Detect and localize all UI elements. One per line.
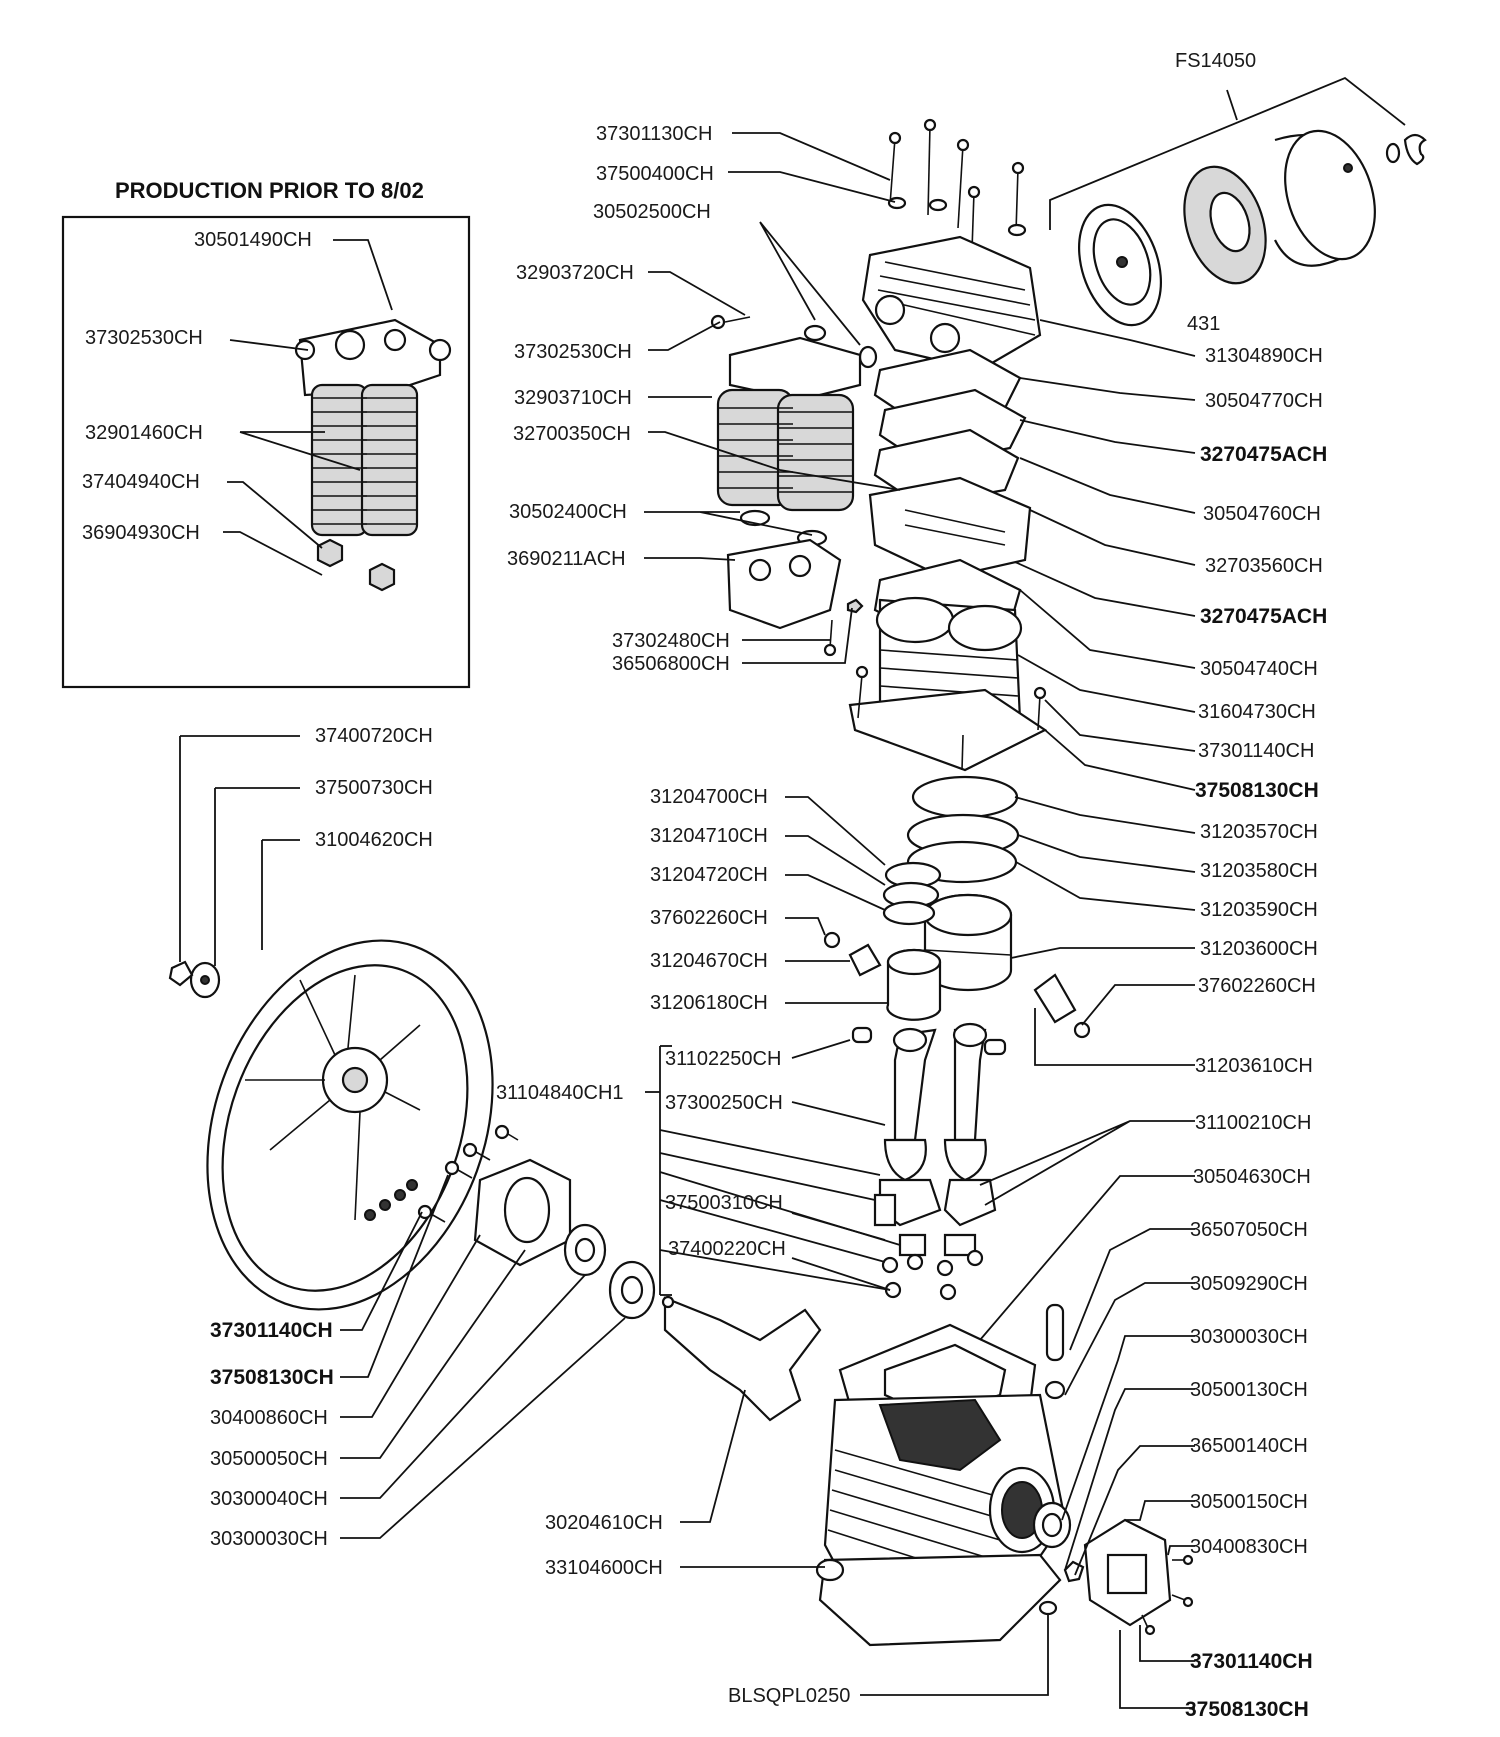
label-37301140-top: 37301140CH — [1198, 740, 1314, 762]
label-37302480: 37302480CH — [612, 630, 730, 652]
label-3270475a-1: 3270475ACH — [1200, 443, 1327, 466]
label-37602260-left: 37602260CH — [650, 907, 768, 929]
label-30300030-right: 30300030CH — [1190, 1326, 1308, 1348]
inset-label-36904930: 36904930CH — [82, 522, 200, 544]
label-31204700: 31204700CH — [650, 786, 768, 808]
label-37500310: 37500310CH — [665, 1192, 783, 1214]
bearing-and-crankshaft-drawing — [417, 1124, 822, 1422]
label-31203610: 31203610CH — [1195, 1055, 1313, 1077]
label-31304890: 31304890CH — [1205, 345, 1323, 367]
connecting-rods-drawing — [851, 1022, 1007, 1301]
cylinder-head-stack-drawing — [848, 118, 1048, 772]
label-30400830: 30400830CH — [1190, 1536, 1308, 1558]
label-31004620: 31004620CH — [315, 829, 433, 851]
label-37302530: 37302530CH — [514, 341, 632, 363]
label-3690211A: 3690211ACH — [507, 548, 626, 570]
label-30300030-left: 30300030CH — [210, 1528, 328, 1550]
label-37508130-left: 37508130CH — [210, 1366, 334, 1389]
label-30300040: 30300040CH — [210, 1488, 328, 1510]
label-31206180: 31206180CH — [650, 992, 768, 1014]
label-31104840-ch1: 31104840CH1 — [496, 1082, 624, 1104]
label-37508130-top: 37508130CH — [1195, 779, 1319, 802]
label-32700350: 32700350CH — [513, 423, 631, 445]
label-30504770: 30504770CH — [1205, 390, 1323, 412]
label-blsqpl0250: BLSQPL0250 — [728, 1685, 850, 1707]
inset-label-30501490: 30501490CH — [194, 229, 312, 251]
label-36507050: 36507050CH — [1190, 1219, 1308, 1241]
label-31204710: 31204710CH — [650, 825, 768, 847]
label-37500400: 37500400CH — [596, 163, 714, 185]
label-30504630: 30504630CH — [1193, 1166, 1311, 1188]
air-filter-assembly-drawing — [1049, 76, 1427, 327]
label-31102250: 31102250CH — [665, 1048, 781, 1070]
label-37508130-bottom-right: 37508130CH — [1185, 1698, 1309, 1721]
label-30504740: 30504740CH — [1200, 658, 1318, 680]
label-37301130: 37301130CH — [596, 123, 712, 145]
label-31203600: 31203600CH — [1200, 938, 1318, 960]
label-30204610: 30204610CH — [545, 1512, 663, 1534]
label-30400860: 30400860CH — [210, 1407, 328, 1429]
inset-label-32901460: 32901460CH — [85, 422, 203, 444]
label-30500150: 30500150CH — [1190, 1491, 1308, 1513]
label-36506800: 36506800CH — [612, 653, 730, 675]
label-3270475a-2: 3270475ACH — [1200, 605, 1327, 628]
label-30500050: 30500050CH — [210, 1448, 328, 1470]
leader-lines — [179, 132, 1196, 1709]
label-31203570: 31203570CH — [1200, 821, 1318, 843]
inset-label-37302530: 37302530CH — [85, 327, 203, 349]
crankcase-drawing — [815, 1303, 1194, 1647]
head-manifold-drawing — [710, 314, 878, 657]
piston-and-rings-drawing — [823, 775, 1091, 1039]
label-37400720: 37400720CH — [315, 725, 433, 747]
label-31203590: 31203590CH — [1200, 899, 1318, 921]
inset-old-head-drawing — [294, 318, 452, 666]
flywheel-drawing — [168, 939, 494, 1311]
part-number-labels: FS14050 431 37301130CH 37500400CH 305025… — [210, 50, 1327, 1721]
label-30504760: 30504760CH — [1203, 503, 1321, 525]
label-431: 431 — [1187, 313, 1220, 335]
label-30509290: 30509290CH — [1190, 1273, 1308, 1295]
inset-title: PRODUCTION PRIOR TO 8/02 — [115, 178, 424, 203]
label-36500140: 36500140CH — [1190, 1435, 1308, 1457]
label-31203580: 31203580CH — [1200, 860, 1318, 882]
label-31204720: 31204720CH — [650, 864, 768, 886]
label-31204670: 31204670CH — [650, 950, 768, 972]
label-32903710: 32903710CH — [514, 387, 632, 409]
label-fs14050: FS14050 — [1175, 50, 1256, 72]
label-30500130: 30500130CH — [1190, 1379, 1308, 1401]
inset-label-37404940: 37404940CH — [82, 471, 200, 493]
label-37301140-bottom-right: 37301140CH — [1190, 1650, 1313, 1673]
label-32703560: 32703560CH — [1205, 555, 1323, 577]
label-37602260-right: 37602260CH — [1198, 975, 1316, 997]
label-37400220: 37400220CH — [668, 1238, 786, 1260]
label-30502400: 30502400CH — [509, 501, 627, 523]
inset-frame — [61, 215, 471, 689]
inset-production-prior: PRODUCTION PRIOR TO 8/02 — [61, 178, 471, 689]
label-37300250: 37300250CH — [665, 1092, 783, 1114]
label-31100210: 31100210CH — [1195, 1112, 1311, 1134]
label-37301140-left: 37301140CH — [210, 1319, 333, 1342]
label-32903720: 32903720CH — [516, 262, 634, 284]
label-31604730: 31604730CH — [1198, 701, 1316, 723]
label-30502500: 30502500CH — [593, 201, 711, 223]
label-37500730: 37500730CH — [315, 777, 433, 799]
label-33104600: 33104600CH — [545, 1557, 663, 1579]
